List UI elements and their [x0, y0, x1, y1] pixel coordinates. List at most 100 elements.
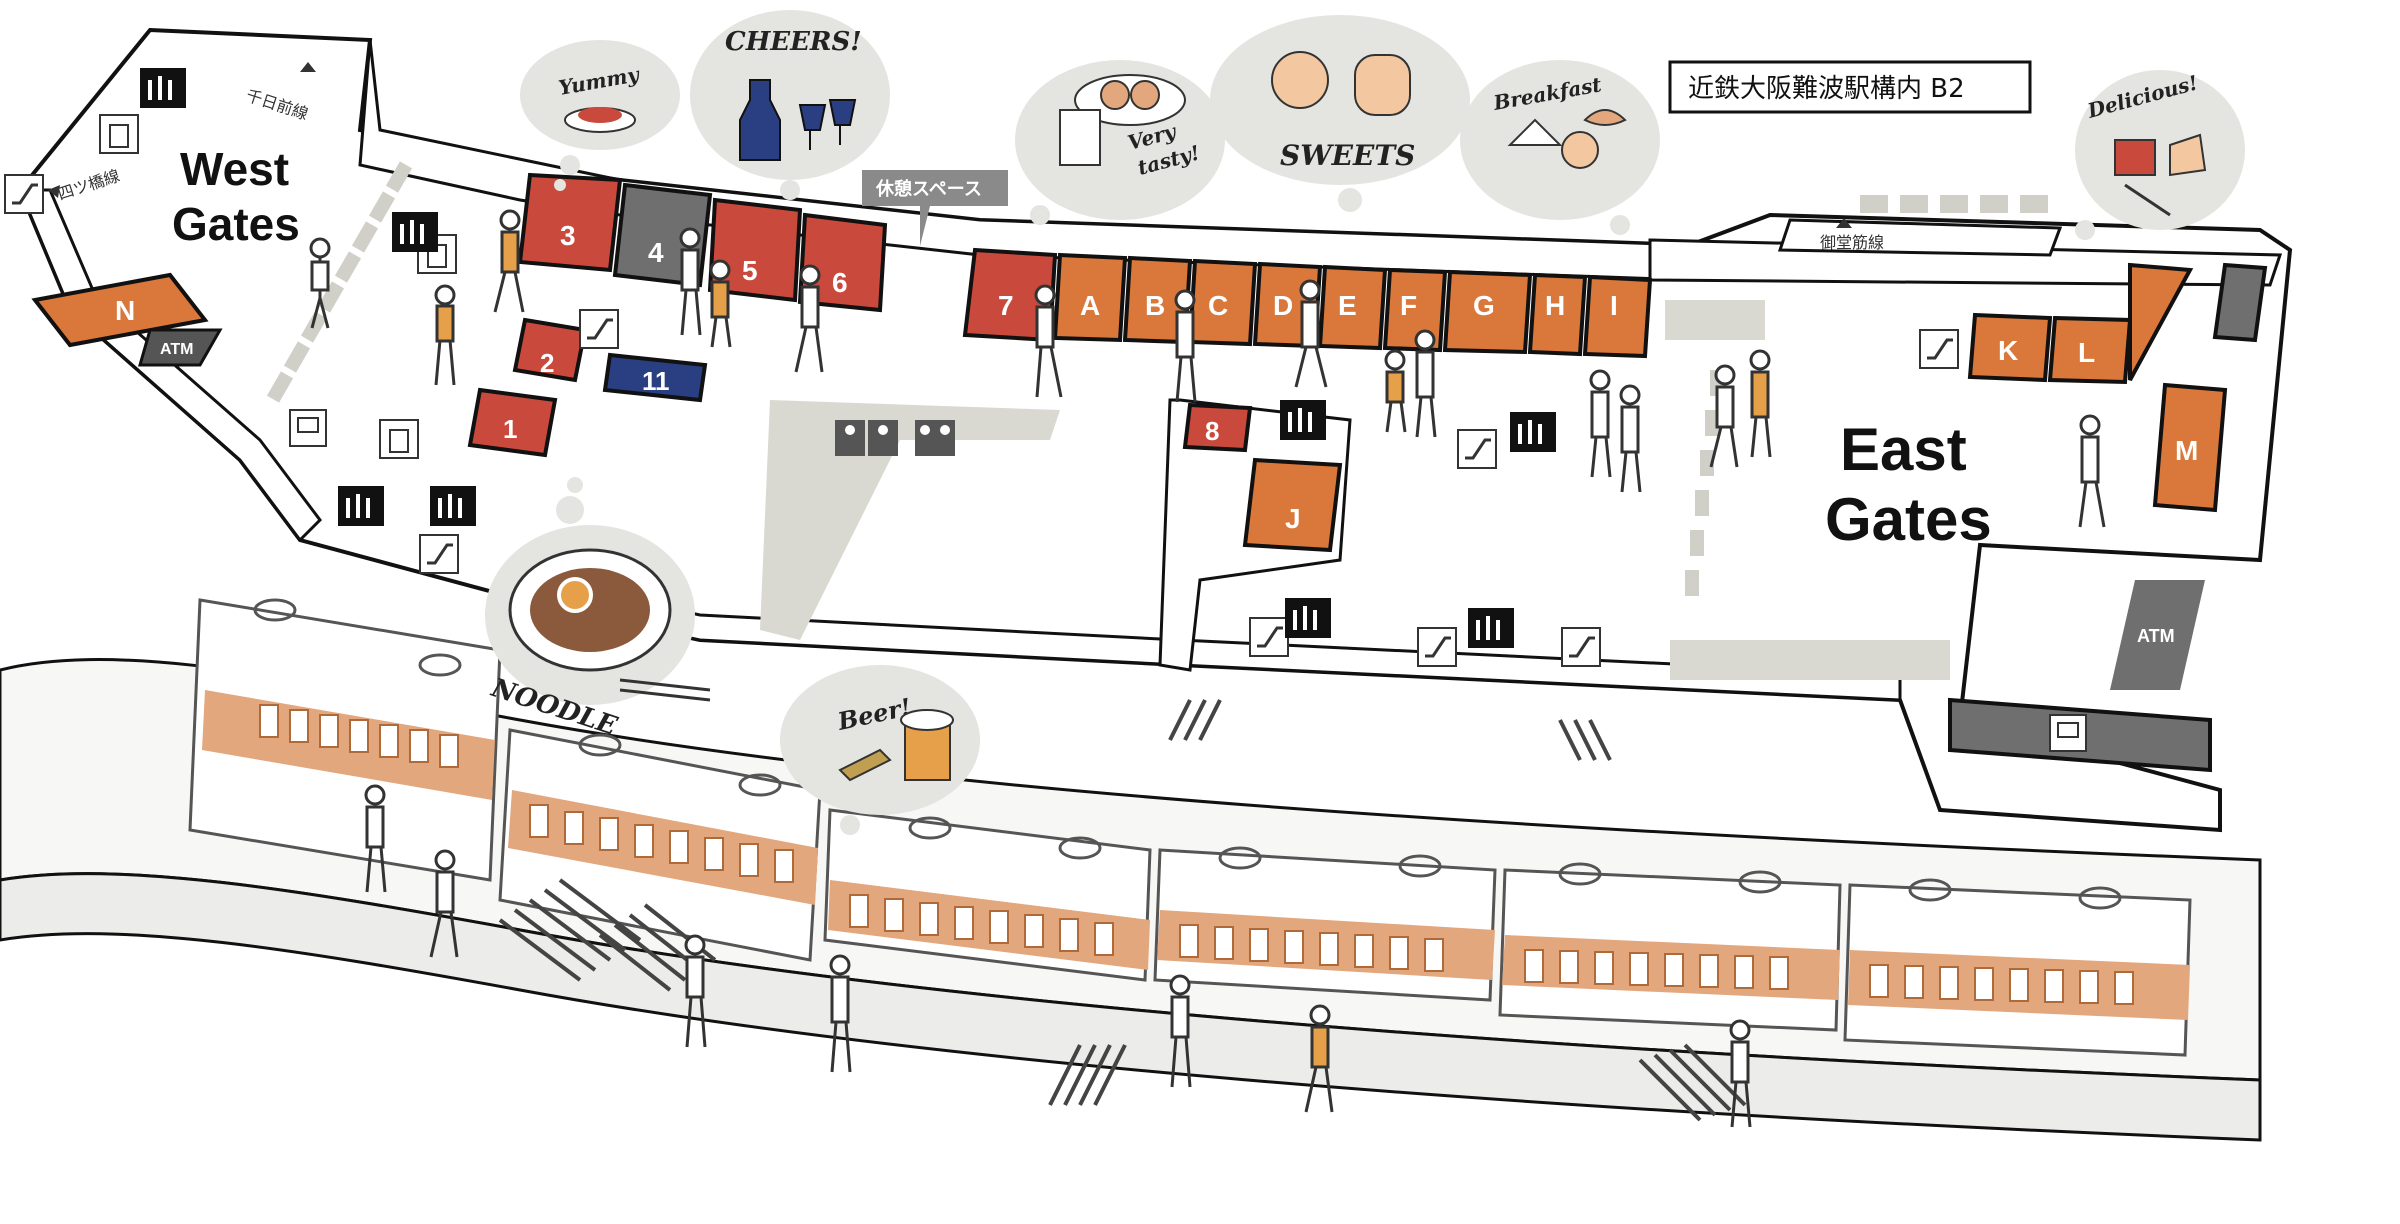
shop-label-K: K	[1998, 335, 2018, 366]
shop-label-C: C	[1208, 290, 1228, 321]
train	[188, 598, 2192, 1057]
bubble-breakfast: Breakfast	[1460, 60, 1660, 235]
shop-3[interactable]: 3	[517, 172, 623, 273]
walkway-zone	[760, 400, 1060, 640]
tactile-paving-west	[266, 161, 413, 403]
person-figure	[1384, 349, 1407, 433]
person-figure	[364, 784, 387, 893]
shop-label-H: H	[1545, 290, 1565, 321]
escalator-icon[interactable]	[1417, 627, 1457, 667]
escalator-icon[interactable]	[1457, 429, 1497, 469]
escalator-icon[interactable]	[579, 309, 619, 349]
shop-11[interactable]: 11	[602, 352, 708, 403]
person-figure	[1729, 1019, 1752, 1128]
shop-label-L: L	[2078, 337, 2095, 368]
shop-A[interactable]: A	[1052, 252, 1128, 343]
shop-5[interactable]: 5	[707, 197, 803, 303]
shop-label-11: 11	[642, 366, 670, 396]
shop-label-2: 2	[540, 348, 554, 378]
atm-west-label: ATM	[160, 341, 193, 358]
ticket-machine-icon[interactable]	[289, 409, 327, 447]
person-figure	[493, 209, 525, 313]
escalator-icon[interactable]	[4, 174, 44, 214]
ticket-gate-icon	[1280, 400, 1326, 440]
atm-west[interactable]: ATM	[138, 328, 223, 367]
escalator-icon[interactable]	[1561, 627, 1601, 667]
shop-label-G: G	[1473, 290, 1495, 321]
train-roof-emblems	[253, 598, 2122, 910]
train-windows	[259, 704, 2134, 1005]
fork-icon	[2124, 183, 2171, 217]
shop-label-8: 8	[1205, 416, 1219, 446]
escalator-icon[interactable]	[1919, 329, 1959, 369]
person-figure	[684, 934, 707, 1048]
elevator-icon[interactable]	[379, 419, 419, 459]
shop-2[interactable]: 2	[512, 317, 588, 383]
wine-glass-icon	[798, 99, 857, 150]
bubble-cheers: CHEERS!	[690, 10, 890, 200]
person-figure	[1589, 369, 1612, 478]
people	[309, 209, 2106, 1128]
shop-L[interactable]: L	[2047, 315, 2133, 385]
escalator-icon[interactable]	[419, 534, 459, 574]
person-figure	[1619, 384, 1642, 493]
atm-east[interactable]: ATM	[2110, 580, 2205, 690]
restroom-icon[interactable]	[835, 420, 955, 456]
rest-space-label: 休憩スペース	[875, 178, 982, 199]
shop-C[interactable]: C	[1187, 258, 1258, 347]
shop-label-7: 7	[998, 290, 1014, 321]
shop-7[interactable]: 7	[962, 247, 1058, 343]
map-title-box: 近鉄大阪難波駅構内 B2	[1668, 60, 2032, 114]
strawberry-cake-icon	[2169, 133, 2207, 177]
shop-F[interactable]: F	[1382, 267, 1448, 353]
shop-1[interactable]: 1	[467, 387, 558, 458]
person-figure	[1169, 974, 1192, 1088]
person-figure	[829, 954, 852, 1073]
shop-8[interactable]: 8	[1182, 402, 1253, 453]
ticket-gate-icons	[140, 68, 1556, 648]
shop-I[interactable]: I	[1582, 274, 1653, 359]
bubble-cheers-text: CHEERS!	[725, 27, 862, 57]
shop-label-A: A	[1080, 290, 1100, 321]
shop-M[interactable]: M	[2152, 382, 2228, 513]
person-figure	[794, 264, 824, 373]
facility-icons	[4, 68, 2087, 752]
shop-label-M: M	[2175, 435, 2198, 466]
bubble-very-tasty: Very tasty!	[1015, 60, 1225, 225]
map-title: 近鉄大阪難波駅構内 B2	[1688, 74, 1965, 104]
shop-label-I: I	[1610, 290, 1618, 321]
person-figure	[309, 237, 331, 329]
person-figure	[1174, 289, 1197, 403]
person-figure	[1414, 329, 1437, 438]
cream-puff-icon	[1271, 51, 1329, 109]
shop-label-4: 4	[648, 237, 664, 268]
rest-space[interactable]: 休憩スペース	[862, 170, 1008, 246]
escalator-icon[interactable]	[1249, 617, 1289, 657]
shop-H[interactable]: H	[1527, 272, 1588, 357]
exit-midosuji-label: 御堂筋線	[1820, 234, 1884, 252]
wine-bottle-icon	[739, 79, 781, 161]
midosuji-exit[interactable]	[1777, 218, 2063, 257]
elevator-icon[interactable]	[99, 114, 139, 154]
shop-K[interactable]: K	[1967, 312, 2053, 383]
ticket-machine-icon[interactable]	[2049, 714, 2087, 752]
person-figure	[709, 259, 732, 348]
shop-J[interactable]: J	[1242, 457, 1343, 553]
shop-label-5: 5	[742, 255, 758, 286]
shop-label-E: E	[1338, 290, 1357, 321]
ticket-gate-icon	[430, 486, 476, 526]
ticket-gate-icon	[1285, 598, 1331, 638]
croissant-icon	[1583, 109, 1627, 126]
roll-cake-icon	[1354, 54, 1411, 116]
platform-area	[0, 598, 2262, 1142]
shop-label-3: 3	[560, 220, 576, 251]
shop-E[interactable]: E	[1317, 264, 1388, 351]
person-figure	[679, 227, 702, 336]
shop-N[interactable]: N	[31, 272, 209, 348]
shop-G[interactable]: G	[1442, 269, 1533, 355]
shop-L-back	[2128, 262, 2194, 381]
bread-icon	[1561, 131, 1599, 169]
west-gates-line1: West	[180, 143, 289, 195]
train-car-4	[1153, 848, 1497, 1002]
